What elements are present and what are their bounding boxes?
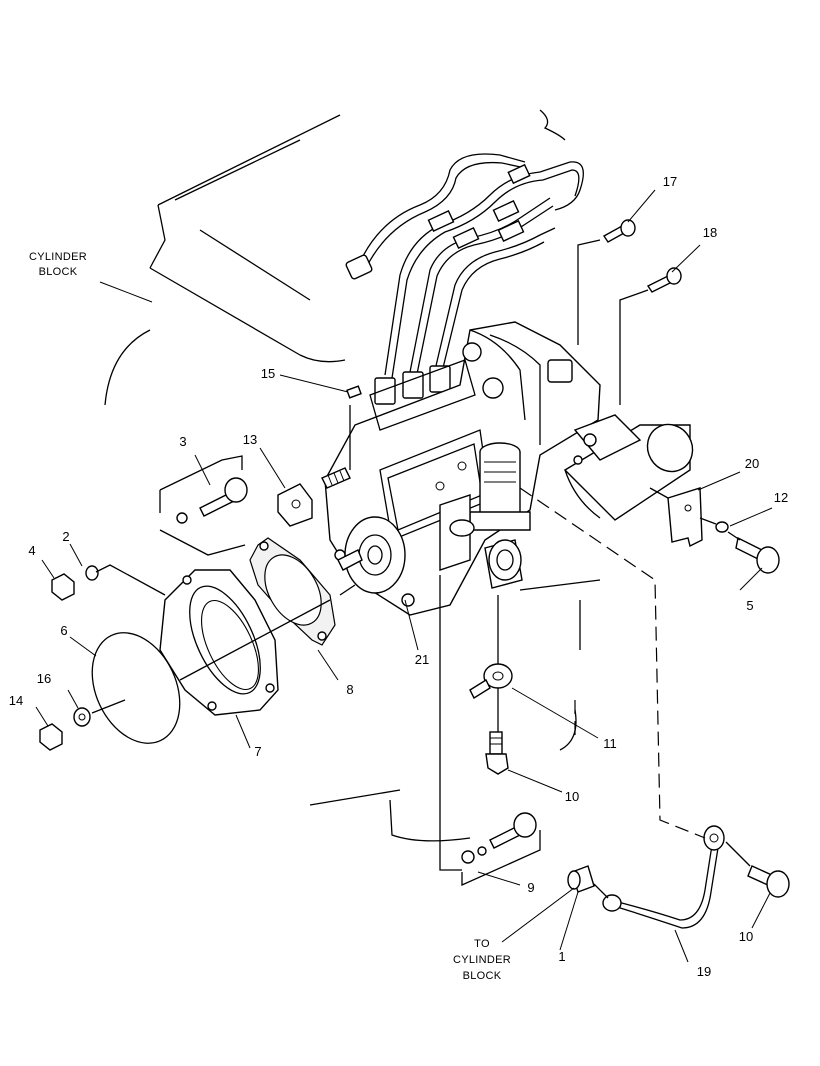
label-to-block: BLOCK [463, 970, 502, 982]
injection-pump-body [324, 321, 601, 616]
callout-10-a: 10 [565, 789, 579, 804]
callout-8: 8 [346, 682, 353, 697]
injection-lines [345, 153, 584, 405]
callout-3: 3 [179, 434, 186, 449]
bolt-9 [461, 812, 537, 864]
connector-1 [567, 865, 595, 893]
callout-14: 14 [9, 693, 23, 708]
leader-lines [35, 189, 773, 963]
bracket-20 [667, 487, 703, 548]
label-to: TO [474, 938, 490, 950]
cylinder-block-outline [104, 109, 601, 842]
o-ring-6 [91, 632, 181, 744]
banjo-fitting-11 [469, 663, 513, 700]
fuel-pipe-19 [602, 825, 725, 929]
nut-4 [51, 573, 75, 601]
gasket-8 [249, 537, 336, 646]
fuel-filter-assembly [439, 442, 531, 589]
callout-2: 2 [62, 529, 69, 544]
callout-16: 16 [37, 671, 51, 686]
callout-15: 15 [261, 366, 275, 381]
callout-7: 7 [254, 744, 261, 759]
callout-18: 18 [703, 225, 717, 240]
shutoff-solenoid [563, 414, 694, 521]
washer-2 [85, 565, 99, 581]
callout-4: 4 [28, 543, 35, 558]
assembly-lines [91, 405, 751, 899]
bolt-5 [735, 536, 780, 574]
callout-12: 12 [774, 490, 788, 505]
fitting-17 [602, 219, 636, 243]
washer-16 [73, 707, 91, 727]
washer-12 [715, 521, 729, 533]
callout-1: 1 [558, 949, 565, 964]
callout-9: 9 [527, 880, 534, 895]
callout-19: 19 [697, 964, 711, 979]
label-cylinder: CYLINDER [29, 251, 87, 263]
bolt-3 [176, 477, 248, 524]
nut-14 [39, 723, 63, 751]
callout-6: 6 [60, 623, 67, 638]
text-to-cylinder-block: TO CYLINDER BLOCK [453, 938, 511, 982]
callout-13: 13 [243, 432, 257, 447]
fitting-18 [646, 267, 682, 293]
callout-numbers: 1 2 3 4 5 6 7 8 9 10 10 11 12 13 14 16 1… [9, 174, 788, 979]
callout-21: 21 [415, 652, 429, 667]
drive-key-13 [277, 483, 313, 527]
banjo-bolt-10a [485, 731, 509, 775]
text-cylinder-block: CYLINDER BLOCK [29, 251, 87, 278]
callout-10-c: 10 [739, 929, 753, 944]
cover-plate-7 [159, 569, 279, 716]
label-to-cylinder: CYLINDER [453, 954, 511, 966]
callout-5: 5 [746, 598, 753, 613]
label-block: BLOCK [39, 266, 78, 278]
pin-15 [346, 385, 362, 399]
callout-17: 17 [663, 174, 677, 189]
bolt-10c [747, 865, 790, 898]
callout-11: 11 [603, 736, 617, 751]
callout-20: 20 [745, 456, 759, 471]
